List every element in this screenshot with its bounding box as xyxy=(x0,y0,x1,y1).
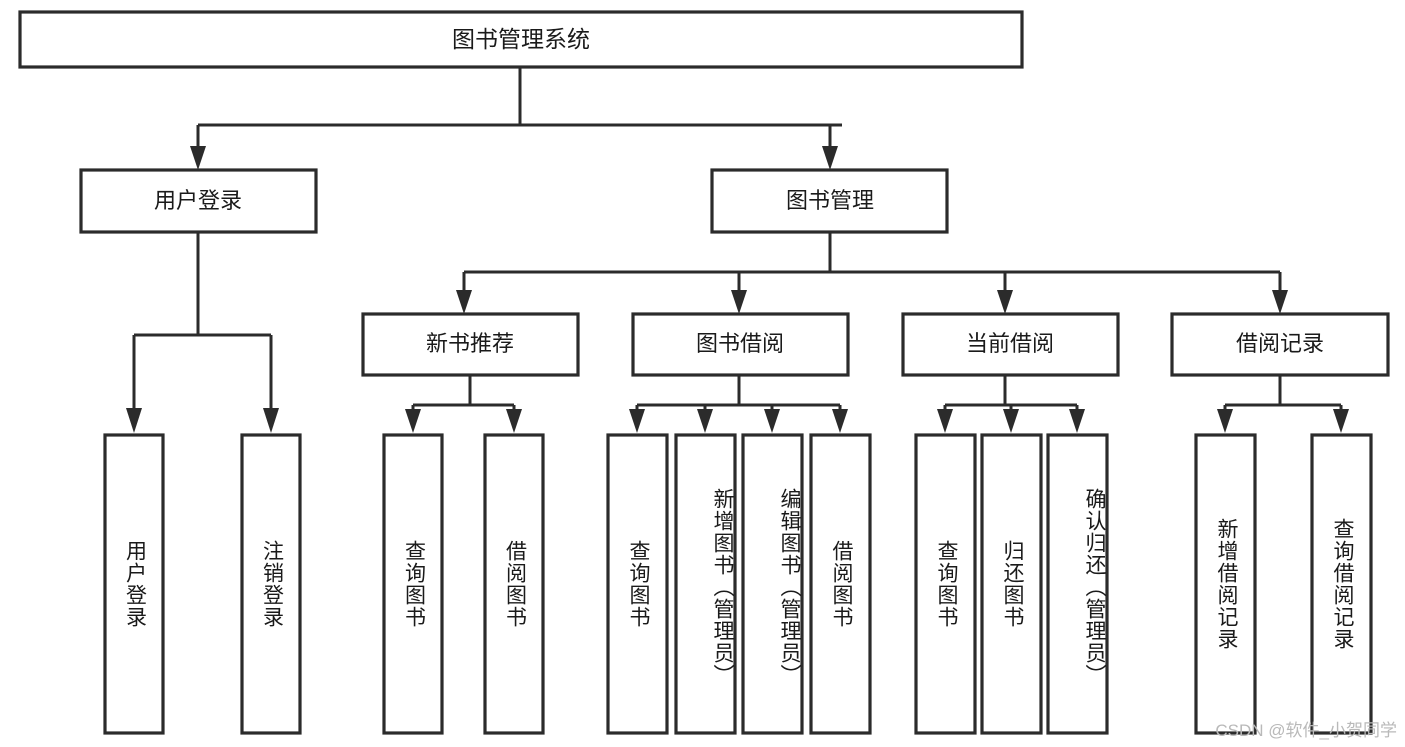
connector-book-management-to-level3 xyxy=(456,232,1288,314)
leaf-box-book-borrow-2[interactable] xyxy=(741,433,804,735)
node-root-label: 图书管理系统 xyxy=(452,26,590,52)
node-new-book-recommend-label: 新书推荐 xyxy=(426,331,514,356)
node-current-borrow-label: 当前借阅 xyxy=(966,331,1054,356)
leaf-box-current-borrow-1[interactable] xyxy=(980,433,1043,735)
connector-book-borrow-to-leaves xyxy=(629,375,848,433)
node-borrow-record-label: 借阅记录 xyxy=(1236,331,1324,356)
leaf-box-new-book-0[interactable] xyxy=(382,433,444,735)
connector-current-borrow-to-leaves xyxy=(937,375,1085,433)
node-user-login[interactable]: 用户登录 xyxy=(79,168,318,234)
leaf-box-new-book-1[interactable] xyxy=(483,433,545,735)
leaf-box-borrow-record-0[interactable] xyxy=(1194,433,1257,735)
leaf-box-current-borrow-0[interactable] xyxy=(914,433,977,735)
leaf-box-book-borrow-1[interactable] xyxy=(674,433,737,735)
node-book-borrow-label: 图书借阅 xyxy=(696,331,784,356)
node-book-borrow[interactable]: 图书借阅 xyxy=(631,312,850,377)
node-book-management-label: 图书管理 xyxy=(786,188,874,213)
node-book-management[interactable]: 图书管理 xyxy=(710,168,949,234)
leaf-box-book-borrow-3[interactable] xyxy=(809,433,872,735)
leaf-box-book-borrow-0[interactable] xyxy=(606,433,669,735)
node-user-login-label: 用户登录 xyxy=(154,188,242,213)
connector-borrow-record-to-leaves xyxy=(1217,375,1349,433)
node-new-book-recommend[interactable]: 新书推荐 xyxy=(361,312,580,377)
node-root[interactable]: 图书管理系统 xyxy=(18,10,1024,69)
connector-user-login-to-leaves xyxy=(126,232,279,433)
node-borrow-record[interactable]: 借阅记录 xyxy=(1170,312,1390,377)
leaf-box-current-borrow-2[interactable] xyxy=(1046,433,1109,735)
leaf-box-user-login-0[interactable] xyxy=(103,433,165,735)
leaf-box-user-login-1[interactable] xyxy=(240,433,302,735)
connector-root-to-level2 xyxy=(190,67,842,170)
connector-new-book-to-leaves xyxy=(405,375,522,433)
leaf-box-borrow-record-1[interactable] xyxy=(1310,433,1373,735)
node-current-borrow[interactable]: 当前借阅 xyxy=(901,312,1120,377)
